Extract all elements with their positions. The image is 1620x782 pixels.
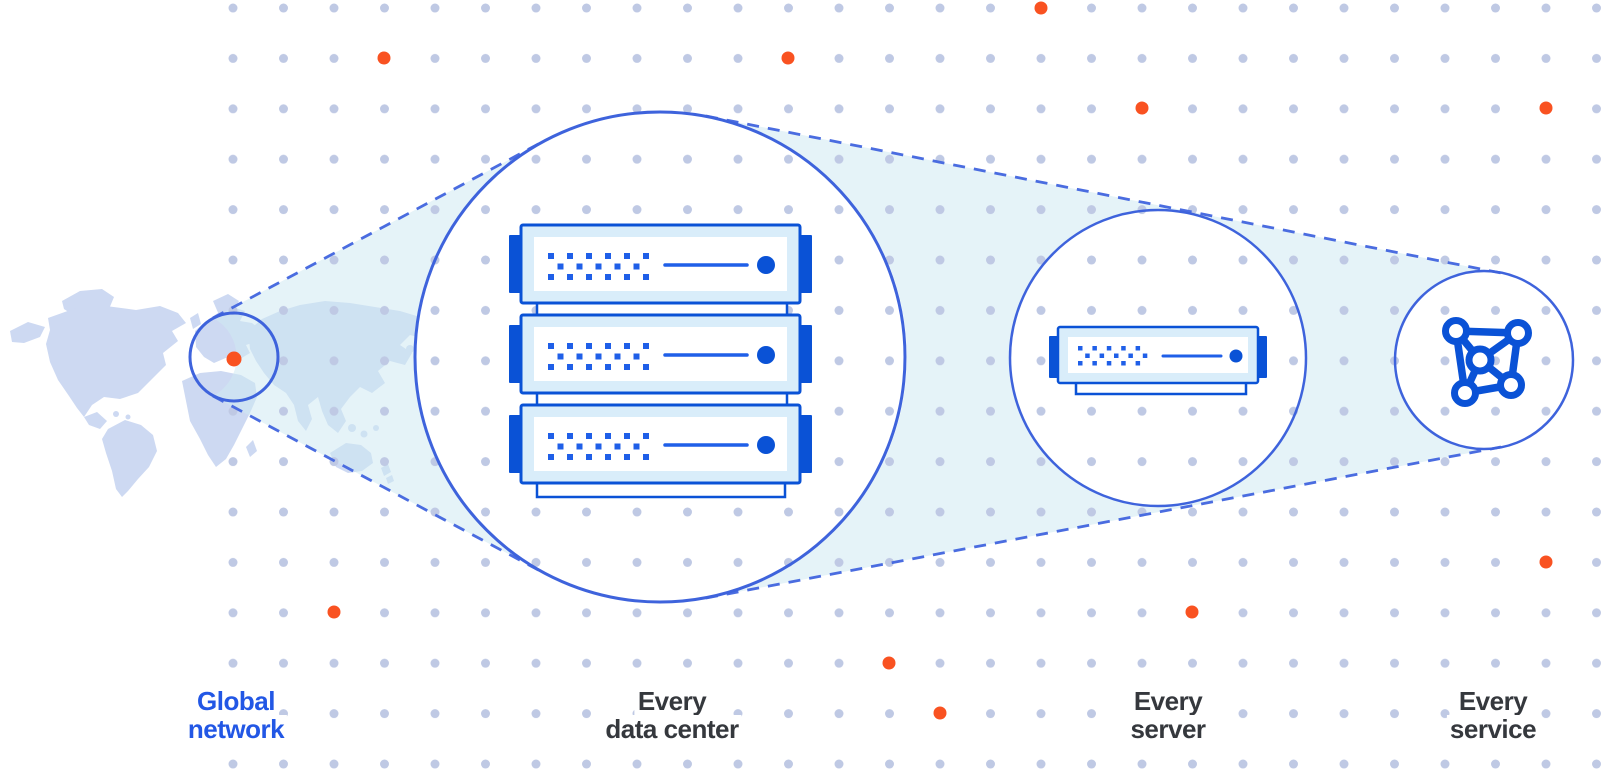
caption-line: server	[1127, 715, 1209, 743]
caption-every-data-center: Every data center	[602, 687, 742, 743]
caption-every-service: Every service	[1446, 687, 1540, 743]
caption-line: Every	[1455, 687, 1531, 715]
server-unit-icon	[1049, 325, 1267, 396]
server-led-matrix	[548, 253, 649, 460]
dot-grid	[205, 0, 1620, 782]
caption-line: Every	[634, 687, 710, 715]
caption-line: data center	[602, 715, 742, 743]
server-led-matrix-small	[1078, 346, 1148, 366]
server-circle	[1008, 208, 1308, 508]
data-center-circle	[413, 110, 907, 604]
caption-line: Every	[1130, 687, 1206, 715]
caption-line: Global	[194, 687, 278, 715]
caption-line: service	[1446, 715, 1540, 743]
service-circle	[1393, 269, 1575, 451]
caption-every-server: Every server	[1127, 687, 1209, 743]
caption-global-network: Global network	[184, 687, 288, 743]
caption-line: network	[184, 715, 288, 743]
zoom-dashed-lines	[212, 114, 1502, 600]
global-network-circle	[188, 311, 280, 403]
map-marker-dot	[226, 351, 242, 367]
orange-accent-dots	[327, 1, 1553, 720]
network-graph-icon	[1442, 317, 1532, 407]
server-stack-icon	[509, 223, 812, 499]
